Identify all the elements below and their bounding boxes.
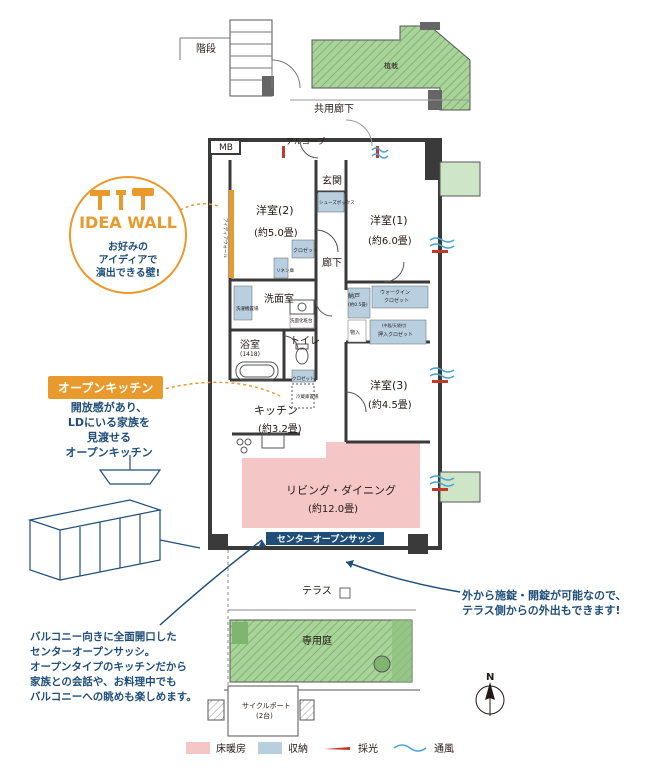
wind-swatch-icon — [393, 743, 427, 752]
legend-storage: 収納 — [258, 740, 308, 755]
room-private-garden: 専用庭 — [302, 634, 332, 647]
left-note-line3: オープンタイプのキッチンだから — [30, 661, 187, 673]
room-entrance: 玄関 — [322, 174, 342, 187]
storage-areas — [233, 191, 429, 383]
label-closet1: クロゼット — [293, 247, 318, 254]
idea-wall-title: IDEA WALL — [79, 213, 177, 232]
room-western2-size: (約5.0畳) — [254, 226, 298, 239]
stairs-label: 階段 — [196, 42, 216, 55]
common-area-top — [179, 19, 471, 111]
idea-wall-bubble — [69, 176, 187, 294]
label-linen: リネン庫 — [276, 267, 294, 274]
left-note-line1: バルコニー向きに全面開口した — [30, 631, 177, 643]
room-terrace: テラス — [302, 585, 332, 597]
idea-wall-strip — [229, 190, 234, 278]
open-kitchen-text: 開放感があり、 LDにいる家族を 見渡せる オープンキッチン — [46, 400, 172, 460]
center-sash-bar — [266, 532, 384, 545]
legend-light: 採光 — [322, 740, 378, 755]
legend-floor-heating-label: 床暖房 — [216, 744, 246, 755]
cycleport-area — [207, 685, 315, 737]
open-kitchen-badge: オープンキッチン — [48, 376, 164, 399]
room-western3-name: 洋室(3) — [370, 378, 408, 392]
legend-storage-swatch — [258, 741, 282, 754]
left-note-line5: バルコニーへの眺めも楽しめます。 — [30, 691, 197, 703]
ventilation-indicators — [371, 147, 455, 487]
room-western1-name: 洋室(1) — [370, 213, 408, 227]
label-wash-cabinet: 洗面化粧台 — [290, 317, 313, 324]
terrace-area — [224, 550, 420, 691]
mb-label: MB — [219, 143, 233, 153]
left-note-line2: センターオープンサッシ。 — [30, 646, 156, 658]
label-walkin: ウォークイン — [380, 289, 410, 296]
room-kitchen-size: (約3.2畳) — [258, 422, 302, 435]
idea-wall-line1: お好みの — [108, 240, 148, 253]
room-corridor: 廊下 — [322, 256, 342, 269]
left-note: バルコニー向きに全面開口した センターオープンサッシ。 オープンタイプのキッチン… — [30, 630, 230, 705]
open-kitchen-line1: 開放感があり、 — [70, 401, 148, 414]
label-closet2: クロゼット — [292, 375, 315, 382]
right-note-line1: 外から施錠・開錠が可能なので、 — [462, 589, 627, 602]
kitchen-illustration — [27, 455, 201, 581]
light-indicators — [282, 146, 448, 491]
left-note-line4: 家族との会話や、お料理中でも — [30, 676, 177, 688]
room-western1-size: (約6.0畳) — [368, 234, 412, 247]
room-western2-name: 洋室(2) — [256, 203, 294, 217]
open-kitchen-line3: 見渡せる — [87, 431, 131, 444]
center-sash-label: センターオープンサッシ — [277, 533, 375, 545]
compass-icon — [475, 682, 505, 716]
legend-storage-label: 収納 — [288, 744, 308, 755]
tools-icon — [90, 188, 154, 210]
label-kitchen-storage: 冷蔵庫置場 — [296, 393, 319, 400]
open-kitchen-line2: LDにいる家族を — [67, 416, 151, 429]
room-cycleport-size: (2台) — [256, 711, 273, 720]
legend-floor-heating: 床暖房 — [186, 740, 246, 755]
room-toilet: トイレ — [290, 336, 320, 347]
idea-wall-line3: 演出できる壁! — [96, 266, 160, 279]
label-shoes: シューズボックス — [319, 199, 355, 206]
room-cycleport-name: サイクルポート — [242, 702, 291, 710]
legend-ventilation-label: 通風 — [434, 744, 454, 755]
arrow-right-icon — [346, 560, 354, 568]
legend-light-label: 採光 — [358, 744, 378, 755]
room-western3-size: (約4.5畳) — [368, 398, 412, 411]
callout-lines-blue — [159, 539, 461, 626]
room-bath-size: (1418) — [240, 351, 260, 358]
compass-label: N — [486, 672, 494, 683]
room-washroom: 洗面室 — [264, 292, 294, 305]
label-oshiire-top: (中段/天袋付) — [382, 322, 407, 328]
floor-heating-zone-2 — [326, 442, 420, 462]
arrow-left-icon — [258, 540, 266, 548]
label-nando: 納戸 — [348, 292, 360, 300]
outer-walls — [208, 138, 481, 554]
label-wash-storage: 洗濯機置場 — [236, 305, 259, 312]
room-kitchen-name: キッチン — [254, 404, 298, 417]
label-idea-wall-strip: アイディアウォール — [222, 218, 229, 258]
floor-heating-zone — [242, 458, 420, 528]
light-swatch-icon — [324, 746, 350, 750]
label-storage-in: 物入 — [350, 329, 360, 336]
legend-ventilation: 通風 — [392, 740, 454, 755]
label-oshiire: 押入クロゼット — [378, 331, 413, 338]
open-kitchen-line4: オープンキッチン — [65, 446, 153, 459]
label-nando-size: (約0.5畳) — [348, 301, 368, 308]
idea-wall-line2: アイディアで — [99, 253, 158, 266]
planting-label: 植栽 — [384, 61, 398, 70]
right-note: 外から施錠・開錠が可能なので、 テラス側からの外出もできます! — [462, 588, 648, 618]
right-note-line2: テラス側からの外出もできます! — [462, 604, 621, 617]
legend-floor-heating-swatch — [186, 741, 210, 754]
room-living-name: リビング・ダイニング — [286, 483, 396, 497]
label-walkin2: クロゼット — [384, 297, 409, 304]
room-bath-name: 浴室 — [240, 338, 260, 351]
room-living-size: (約12.0畳) — [308, 502, 358, 515]
common-corridor-label: 共用廊下 — [314, 102, 354, 115]
callout-lines — [159, 203, 281, 397]
alcove-label: アルコーブ — [286, 136, 325, 146]
fixtures — [235, 119, 405, 454]
